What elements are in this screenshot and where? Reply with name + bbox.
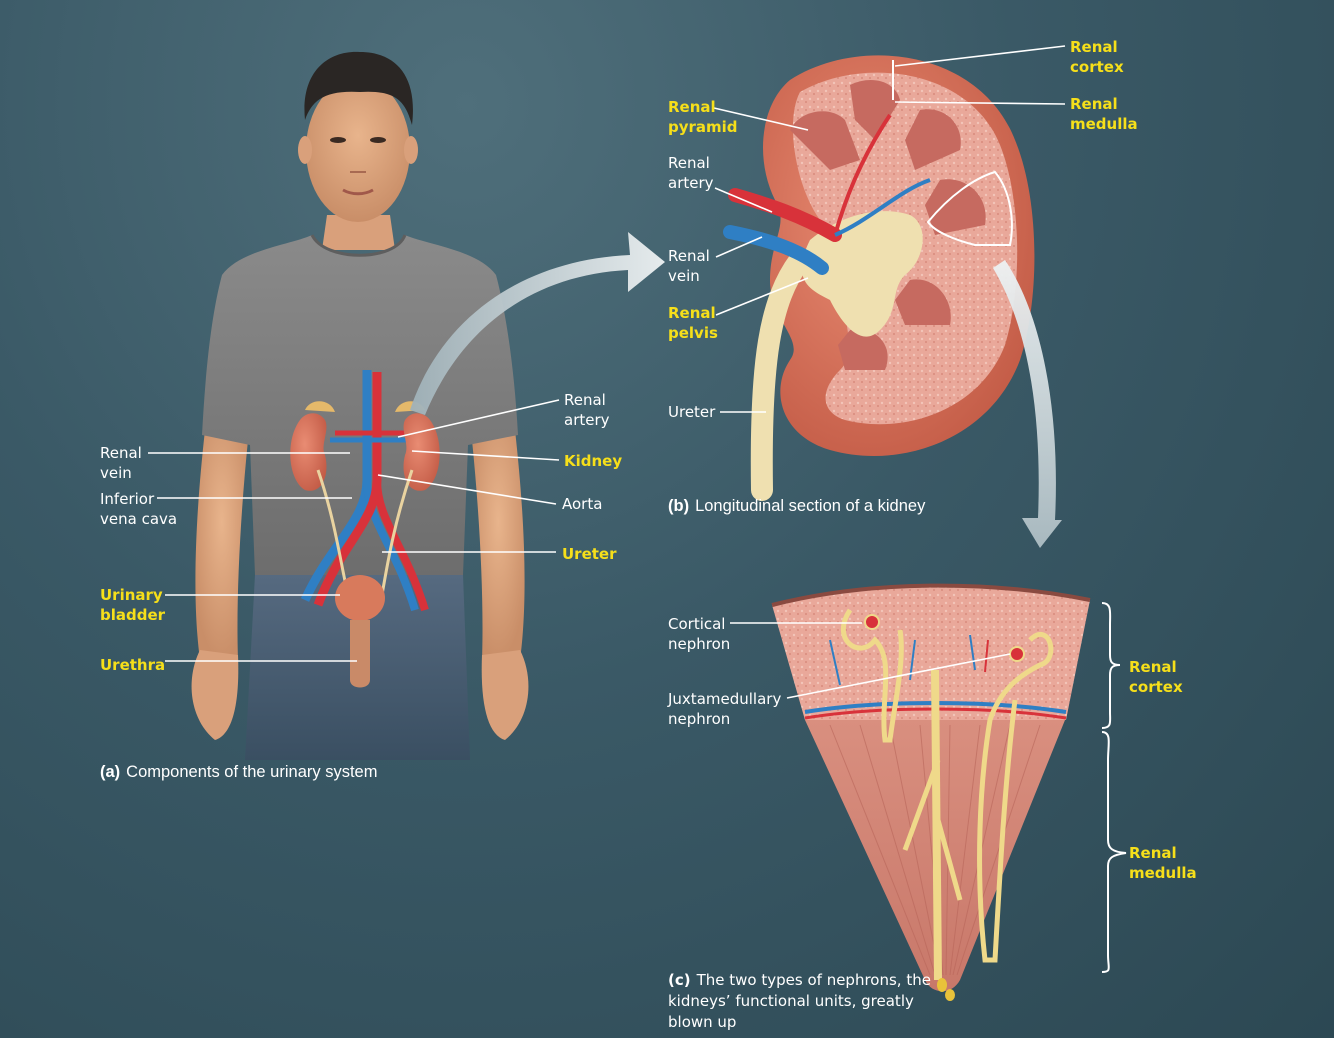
caption-a: (a)Components of the urinary system [100, 762, 377, 782]
label-a-aorta: Aorta [562, 494, 602, 514]
label-a-urinary-bladder: Urinary bladder [100, 585, 165, 625]
label-b-renal-vein: Renal vein [668, 246, 710, 286]
label-a-inferior-vena-cava: Inferior vena cava [100, 489, 177, 529]
label-c-cortical-nephron: Cortical nephron [668, 614, 730, 654]
label-b-renal-pelvis: Renal pelvis [668, 303, 718, 343]
label-c-renal-medulla: Renal medulla [1129, 843, 1197, 883]
label-b-renal-medulla: Renal medulla [1070, 94, 1138, 134]
label-b-renal-pyramid: Renal pyramid [668, 97, 738, 137]
label-b-ureter: Ureter [668, 402, 715, 422]
cortex-brace [1102, 603, 1120, 728]
label-b-renal-artery: Renal artery [668, 153, 714, 193]
caption-c: (c)The two types of nephrons, the kidney… [668, 970, 958, 1033]
label-c-renal-cortex: Renal cortex [1129, 657, 1183, 697]
label-c-juxtamedullary-nephron: Juxtamedullary nephron [668, 689, 781, 729]
label-a-renal-vein: Renal vein [100, 443, 142, 483]
label-b-renal-cortex: Renal cortex [1070, 37, 1124, 77]
nephron-wedge [772, 586, 1090, 1001]
caption-b: (b)Longitudinal section of a kidney [668, 496, 925, 516]
label-a-kidney: Kidney [564, 451, 622, 471]
medulla-brace [1102, 732, 1126, 972]
label-a-urethra: Urethra [100, 655, 165, 675]
label-a-ureter: Ureter [562, 544, 617, 564]
label-a-renal-artery: Renal artery [564, 390, 610, 430]
kidney-section [730, 55, 1034, 490]
